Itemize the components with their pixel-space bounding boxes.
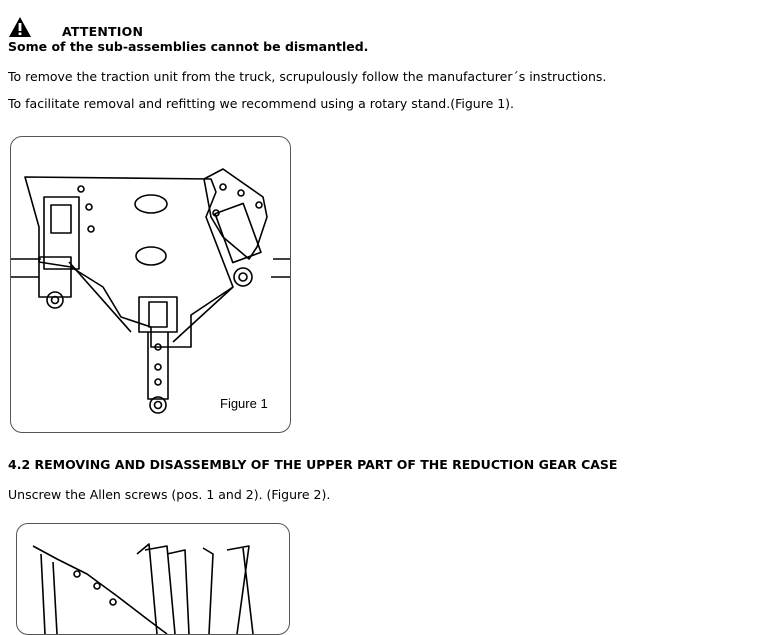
attention-subtitle: Some of the sub-assemblies cannot be dis… [8,39,369,54]
figure-1: Figure 1 [10,136,291,433]
figure-1-drawing [11,168,290,414]
section-heading: 4.2 REMOVING AND DISASSEMBLY OF THE UPPE… [8,457,618,472]
figure-1-caption: Figure 1 [220,396,268,411]
warning-triangle-icon [9,17,31,37]
paragraph-rotary-stand: To facilitate removal and refitting we r… [8,96,515,111]
figure-2 [16,523,290,635]
attention-title: ATTENTION [62,24,144,39]
paragraph-unscrew-allen-screws: Unscrew the Allen screws (pos. 1 and 2).… [8,487,331,502]
figure-2-drawing [32,543,254,634]
attention-block: ATTENTION Some of the sub-assemblies can… [8,14,408,58]
paragraph-removal-instructions: To remove the traction unit from the tru… [8,69,607,84]
